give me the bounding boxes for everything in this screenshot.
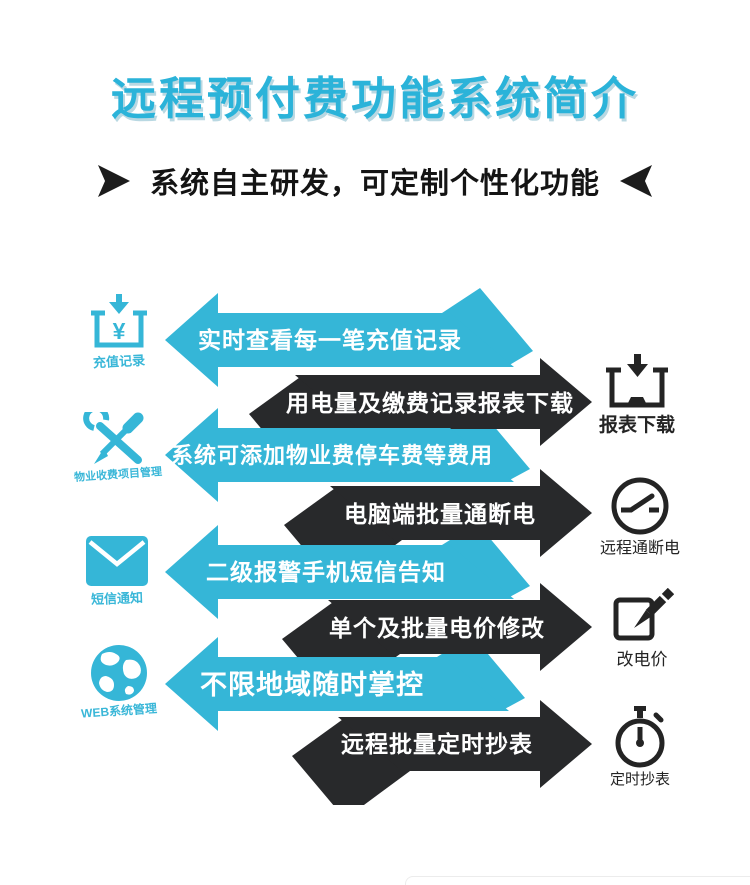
sms-envelope-icon <box>86 536 148 586</box>
feature-edit-price: 改电价 <box>610 587 675 669</box>
arrow-caption-2: 用电量及缴费记录报表下载 <box>286 390 574 416</box>
arrow-caption-8: 远程批量定时抄表 <box>341 731 533 757</box>
next-card-top-edge <box>405 876 750 885</box>
feature-report-download: 报表下载 <box>599 354 675 436</box>
arrow-ribbon-diagram: 实时查看每一笔充值记录 用电量及缴费记录报表下载 系统可添加物业费停车费等费用 … <box>165 288 592 805</box>
arrow-caption-5: 二级报警手机短信告知 <box>206 559 446 585</box>
feature-label: 短信通知 <box>90 590 144 607</box>
feature-remote-switch: 远程通断电 <box>600 476 680 557</box>
feature-web-manage: WEB系统管理 <box>81 644 157 721</box>
web-globe-icon <box>91 645 147 701</box>
feature-label: 报表下载 <box>598 415 675 436</box>
edit-price-pen-icon <box>613 587 675 641</box>
feature-label: 改电价 <box>616 650 668 669</box>
left-pointing-triangle-icon <box>620 165 652 197</box>
arrow-caption-7: 不限地域随时掌控 <box>200 670 424 700</box>
arrow-caption-3: 系统可添加物业费停车费等费用 <box>171 443 493 468</box>
report-download-icon <box>606 354 668 408</box>
property-fee-tools-icon <box>83 405 144 464</box>
right-pointing-triangle-icon <box>97 165 130 197</box>
timer-stopwatch-icon <box>615 706 665 768</box>
subtitle: 系统自主研发，可定制个性化功能 <box>0 160 750 202</box>
recharge-record-icon: ¥ <box>91 294 147 348</box>
arrow-caption-6: 单个及批量电价修改 <box>329 615 545 641</box>
yuan-symbol: ¥ <box>113 318 126 344</box>
feature-label: 远程通断电 <box>599 540 680 557</box>
arrow-caption-4: 电脑端批量通断电 <box>344 501 536 527</box>
page-title: 远程预付费功能系统简介 <box>110 73 639 124</box>
remote-switch-icon <box>611 477 669 535</box>
arrow-bodies <box>165 293 592 788</box>
feature-recharge-record: ¥ 充值记录 <box>88 294 150 370</box>
arrow-captions: 实时查看每一笔充值记录 用电量及缴费记录报表下载 系统可添加物业费停车费等费用 … <box>171 327 574 757</box>
feature-label: 定时抄表 <box>609 771 670 788</box>
subtitle-text: 系统自主研发，可定制个性化功能 <box>149 168 600 200</box>
feature-property-fee: 物业收费项目管理 <box>74 405 162 484</box>
arrow-caption-1: 实时查看每一笔充值记录 <box>198 327 462 353</box>
feature-sms-notify: 短信通知 <box>86 536 148 607</box>
feature-timed-reading: 定时抄表 <box>610 706 670 788</box>
